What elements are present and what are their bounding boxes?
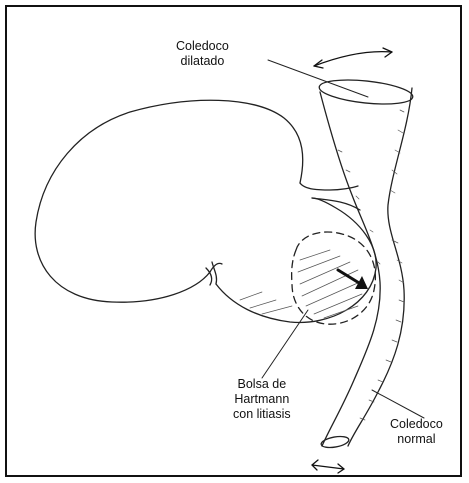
leader-normal [372, 390, 424, 418]
duct-left-wall [320, 92, 380, 446]
duct-bottom-opening [320, 435, 349, 450]
width-arrow-bottom-icon [312, 460, 344, 473]
leader-dilated [268, 60, 368, 97]
label-hartmann-line1: Bolsa de [233, 377, 291, 392]
width-arrow-top-icon [314, 48, 392, 68]
label-dilated-duct-line1: Coledoco [176, 39, 229, 54]
stone-arrow-icon [338, 270, 368, 289]
duct-right-wall [348, 88, 412, 446]
duct-top-opening [318, 76, 414, 108]
label-normal-duct: Coledoco normal [390, 417, 443, 447]
gallbladder-outline [35, 100, 303, 302]
label-normal-duct-line2: normal [390, 432, 443, 447]
label-hartmann-line2: Hartmann [233, 392, 291, 407]
label-hartmann-pouch: Bolsa de Hartmann con litiasis [233, 377, 291, 422]
label-dilated-duct: Coledoco dilatado [176, 39, 229, 69]
label-dilated-duct-line2: dilatado [176, 54, 229, 69]
hartmann-pouch-outline [216, 198, 376, 322]
label-normal-duct-line1: Coledoco [390, 417, 443, 432]
label-hartmann-line3: con litiasis [233, 407, 291, 422]
leader-hartmann [262, 310, 308, 378]
